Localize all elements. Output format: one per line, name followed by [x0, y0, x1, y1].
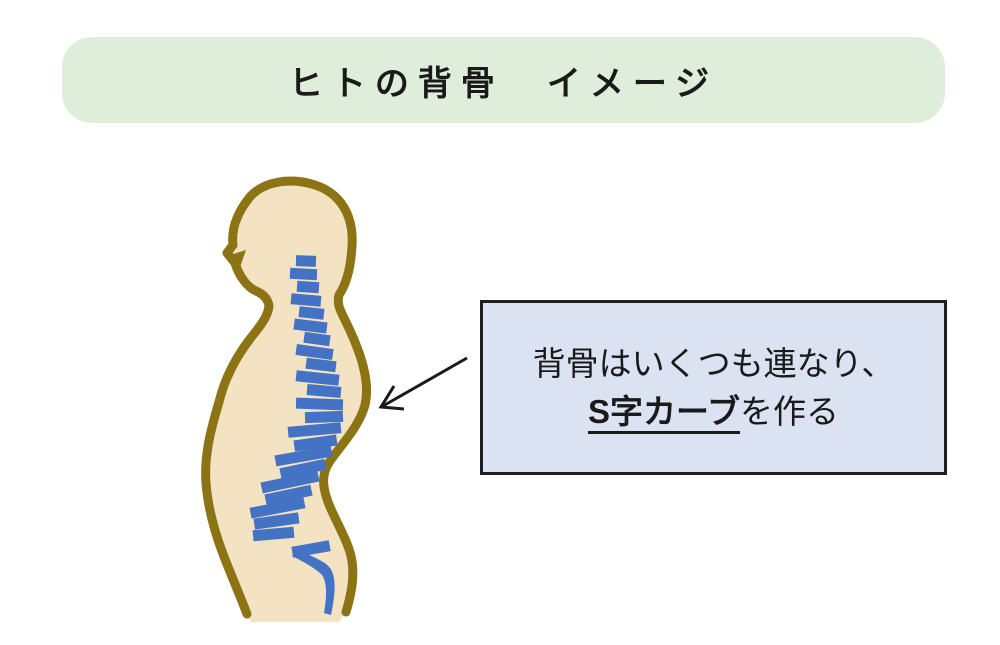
- vertebra: [274, 445, 333, 467]
- spine-tail: [292, 549, 335, 615]
- vertebra: [304, 410, 344, 424]
- s-curve-emphasis: S字カーブ: [587, 392, 741, 434]
- pointer-arrow-icon: [378, 356, 468, 411]
- vertebra: [295, 255, 317, 267]
- annotation-line2-rest: を作る: [740, 392, 840, 430]
- vertebra: [289, 267, 318, 281]
- vertebra: [287, 422, 342, 438]
- vertebra: [303, 331, 331, 347]
- page-title: ヒトの背骨 イメージ: [288, 64, 719, 103]
- spine-bones: [249, 255, 344, 615]
- annotation-line1: 背骨はいくつも連なり、: [532, 344, 895, 382]
- body-silhouette: [201, 176, 372, 622]
- vertebra: [279, 458, 327, 480]
- vertebra: [295, 343, 334, 361]
- vertebra: [295, 370, 340, 386]
- annotation-line2: S字カーブを作る: [587, 388, 840, 436]
- vertebra: [290, 293, 322, 307]
- vertebra: [305, 357, 337, 373]
- title-banner: ヒトの背骨 イメージ: [62, 37, 945, 123]
- vertebra: [249, 497, 306, 519]
- nose-icon: [227, 250, 246, 270]
- arrow-head: [378, 385, 405, 411]
- vertebra: [293, 434, 338, 452]
- body-outline: [201, 176, 372, 619]
- vertebra: [293, 318, 328, 334]
- vertebra: [296, 280, 320, 294]
- vertebra: [298, 306, 325, 320]
- vertebra: [260, 470, 320, 494]
- vertebra: [306, 384, 342, 398]
- vertebra: [264, 484, 313, 506]
- vertebra: [253, 512, 300, 530]
- vertebra: [252, 526, 295, 542]
- arrow-shaft: [382, 356, 468, 408]
- vertebra: [295, 397, 344, 411]
- body-fill-shape: [205, 181, 367, 622]
- annotation-box: 背骨はいくつも連なり、 S字カーブを作る: [480, 300, 947, 475]
